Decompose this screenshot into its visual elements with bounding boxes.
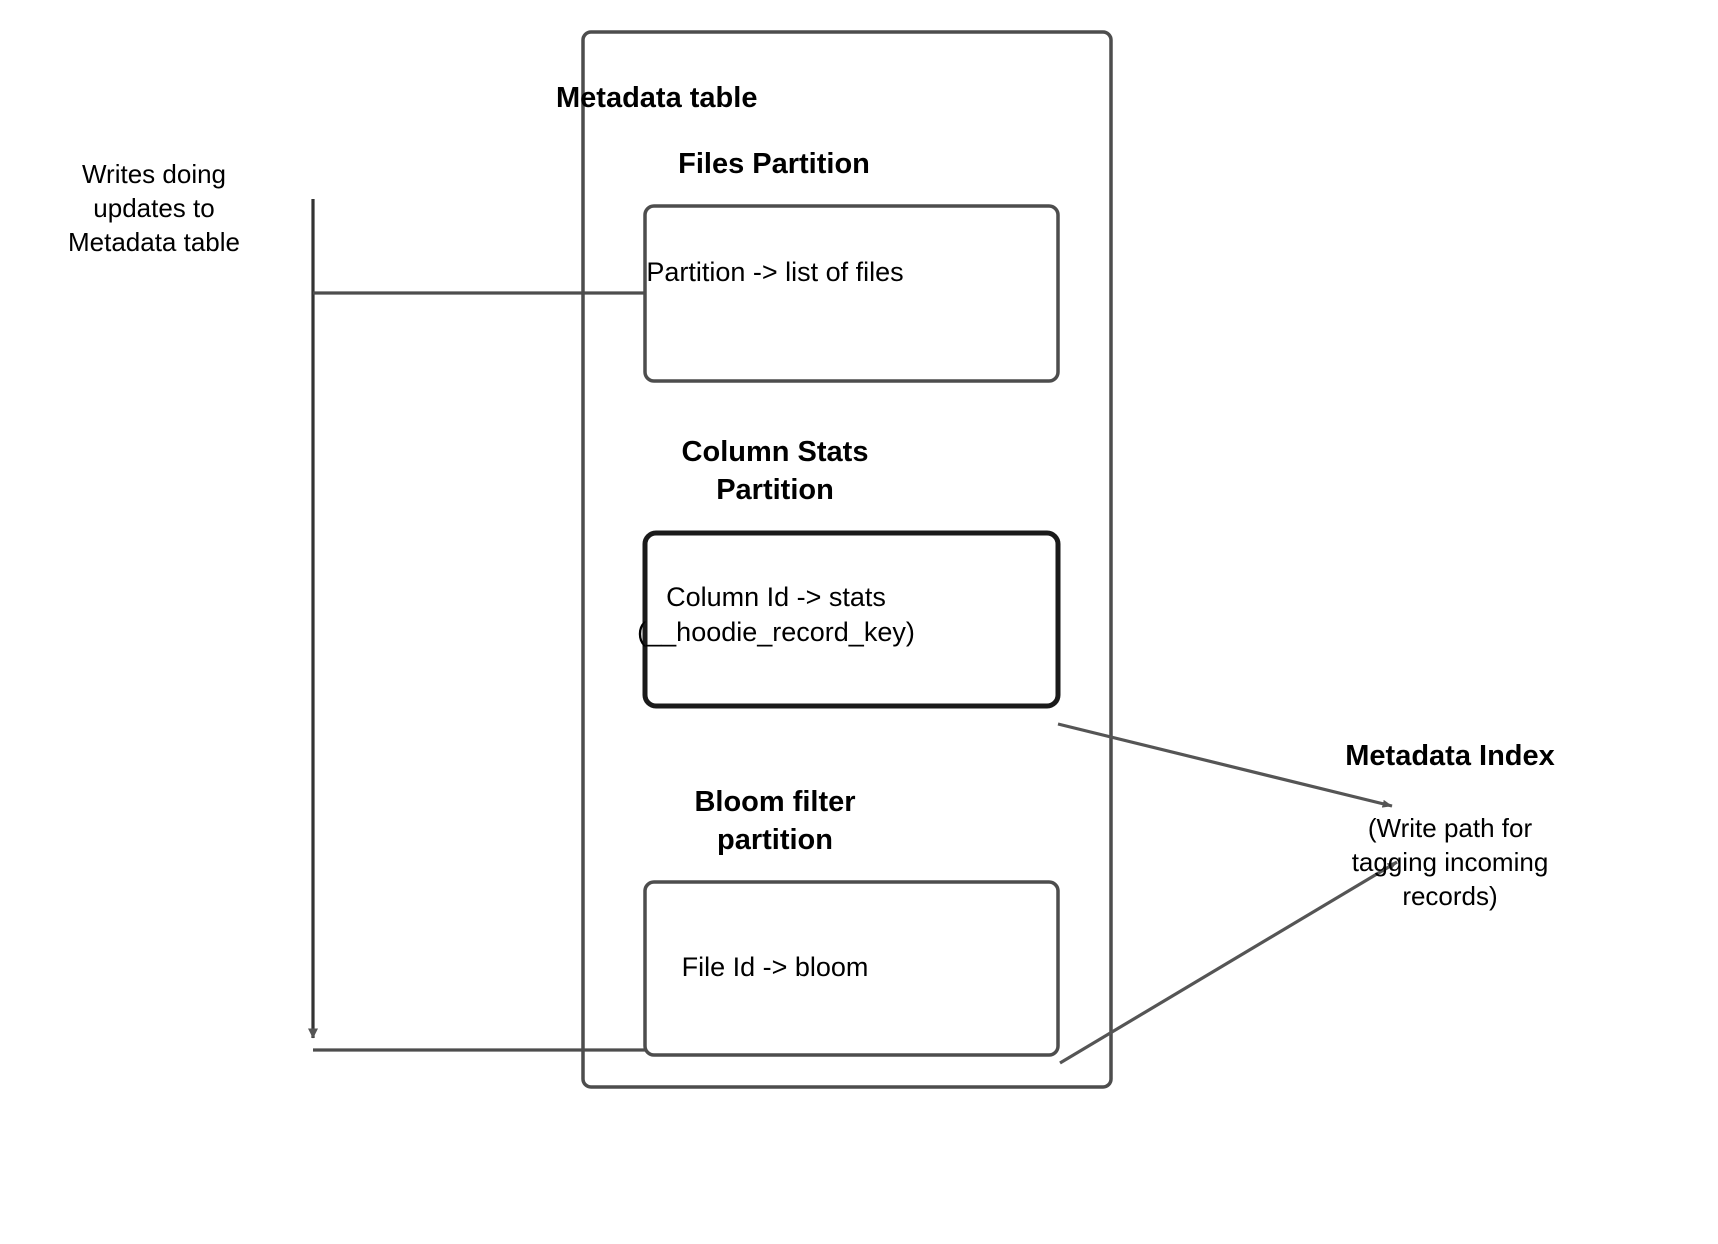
column-stats-partition-box-text: Column Id -> stats (__hoodie_record_key) [637,582,915,648]
writes-updates-note: Writes doing updates to Metadata table [67,159,240,257]
metadata-index-title: Metadata Index [1345,740,1555,772]
metadata-table-container [581,30,1113,1089]
files-partition-box-text: Partition -> list of files [646,257,904,287]
metadata-index-caption: (Write path for tagging incoming records… [1351,813,1549,911]
column-stats-partition-heading: Column Stats Partition [681,436,869,506]
bloom-filter-partition-box-text: File Id -> bloom [681,952,869,982]
files-partition-box [643,204,1060,383]
metadata-table-title: Metadata table [556,82,758,114]
bloom-filter-partition-heading: Bloom filter partition [694,786,856,856]
files-partition-heading: Files Partition [678,148,870,180]
